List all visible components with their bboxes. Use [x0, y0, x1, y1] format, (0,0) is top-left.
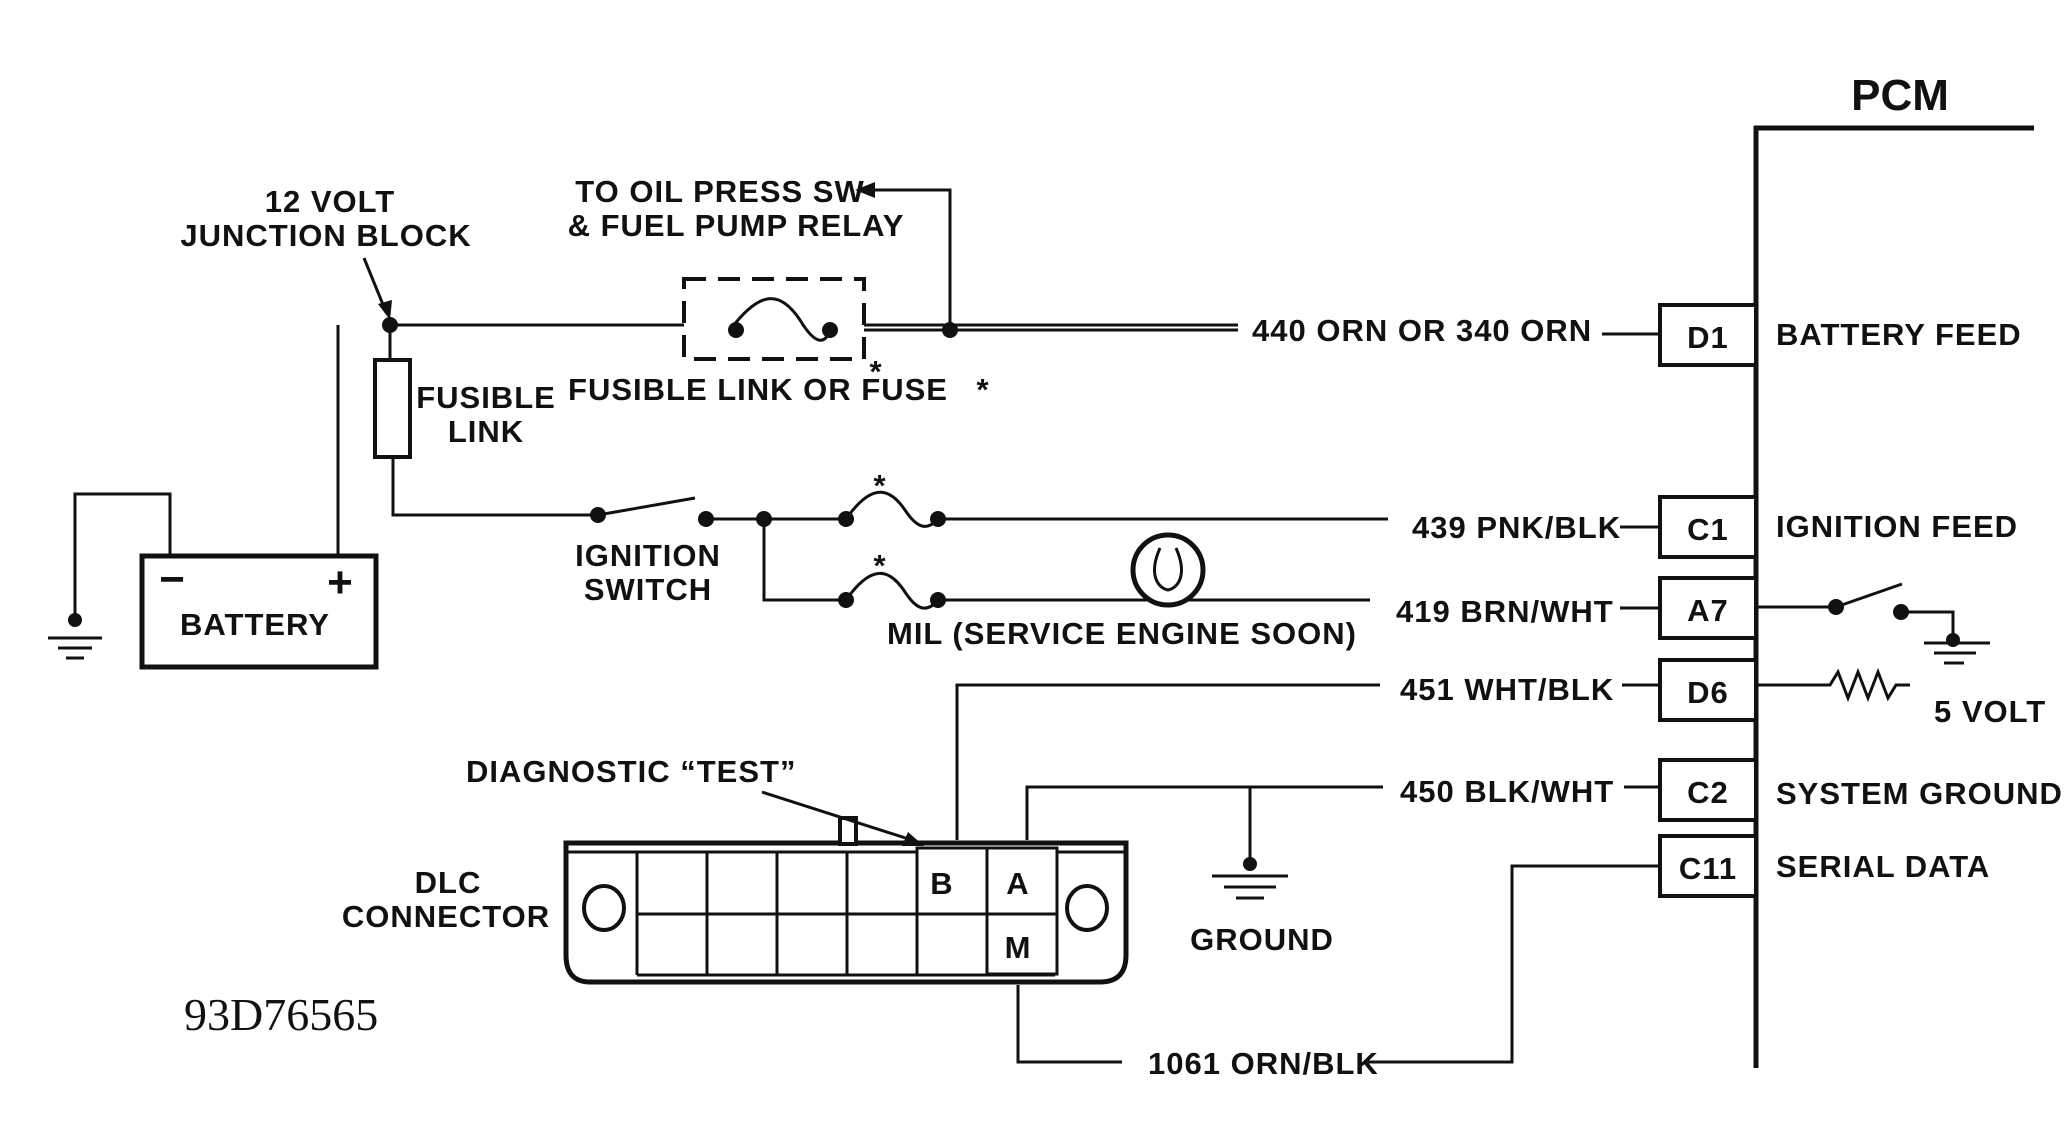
- svg-text:C1: C1: [1687, 512, 1729, 547]
- wire-label-d1: 440 ORN OR 340 ORN: [1252, 313, 1592, 348]
- svg-text:*: *: [869, 354, 882, 389]
- function-label-c1: IGNITION FEED: [1776, 509, 2018, 544]
- svg-text:C2: C2: [1687, 775, 1729, 810]
- svg-text:*: *: [976, 372, 989, 407]
- battery-feed-circuit: [362, 182, 1660, 361]
- function-label-c2: SYSTEM GROUND: [1776, 776, 2063, 811]
- svg-text:A7: A7: [1687, 593, 1729, 628]
- junction-block-label-2: JUNCTION BLOCK: [180, 218, 471, 253]
- ground-label: GROUND: [1190, 922, 1334, 957]
- dlc-label-1: DLC: [415, 865, 482, 900]
- oil-press-label-2: & FUEL PUMP RELAY: [568, 208, 905, 243]
- pin-d1: D1 440 ORN OR 340 ORN BATTERY FEED: [1252, 303, 2022, 367]
- fuse-box-dashed: [682, 277, 866, 361]
- wire-label-c2: 450 BLK/WHT: [1400, 774, 1614, 809]
- dlc-label-2: CONNECTOR: [342, 899, 550, 934]
- dlc-pin-a: A: [1006, 866, 1029, 901]
- wire-label-d6: 451 WHT/BLK: [1400, 672, 1614, 707]
- svg-text:D6: D6: [1687, 675, 1729, 710]
- dlc-pin-b: B: [930, 866, 953, 901]
- oil-press-label-1: TO OIL PRESS SW: [575, 174, 864, 209]
- junction-block-label-1: 12 VOLT: [265, 184, 395, 219]
- ignition-switch-label-2: SWITCH: [584, 572, 712, 607]
- function-label-d1: BATTERY FEED: [1776, 317, 2022, 352]
- fusible-link-label-2: LINK: [448, 414, 524, 449]
- pin-c1: C1 439 PNK/BLK IGNITION FEED: [1412, 495, 2018, 559]
- pcm-title: PCM: [1851, 71, 1949, 120]
- diagnostic-test-label: DIAGNOSTIC “TEST”: [466, 754, 796, 789]
- function-label-c11: SERIAL DATA: [1776, 849, 1990, 884]
- battery-negative-icon: −: [159, 555, 185, 604]
- battery-circuit: BATTERY − +: [48, 325, 598, 670]
- dlc-connector: B A M: [563, 790, 1129, 985]
- wire-label-a7: 419 BRN/WHT: [1396, 594, 1614, 629]
- dlc-pin-m: M: [1005, 930, 1032, 965]
- pin-c2: C2 450 BLK/WHT SYSTEM GROUND GROUND: [1025, 758, 2063, 957]
- ignition-switch-label-1: IGNITION: [575, 538, 721, 573]
- five-volt-label: 5 VOLT: [1934, 694, 2046, 729]
- wire-label-c1: 439 PNK/BLK: [1412, 510, 1621, 545]
- fusible-link-label-1: FUSIBLE: [416, 380, 556, 415]
- svg-text:*: *: [873, 548, 886, 583]
- svg-text:C11: C11: [1679, 851, 1737, 886]
- fusible-link-symbol: [373, 358, 412, 459]
- pcm-module: PCM: [1753, 71, 2034, 1068]
- battery-symbol: [139, 553, 379, 670]
- pin-c11: C11 SERIAL DATA 1061 ORN/BLK: [1016, 834, 1990, 1081]
- fusible-link-or-fuse-label: FUSIBLE LINK OR FUSE: [568, 372, 948, 407]
- battery-label: BATTERY: [180, 607, 330, 642]
- mil-label: MIL (SERVICE ENGINE SOON): [887, 616, 1357, 651]
- pin-a7: A7 419 BRN/WHT: [1396, 576, 1990, 665]
- ignition-circuit: * * *: [590, 354, 1660, 610]
- svg-text:D1: D1: [1687, 320, 1729, 355]
- wire-label-dlc: 1061 ORN/BLK: [1148, 1046, 1379, 1081]
- pin-d6: D6 451 WHT/BLK 5 VOLT: [955, 658, 2046, 840]
- mil-lamp-icon: [1130, 532, 1206, 608]
- battery-positive-icon: +: [327, 558, 353, 607]
- svg-text:*: *: [873, 468, 886, 503]
- figure-id: 93D76565: [184, 989, 378, 1040]
